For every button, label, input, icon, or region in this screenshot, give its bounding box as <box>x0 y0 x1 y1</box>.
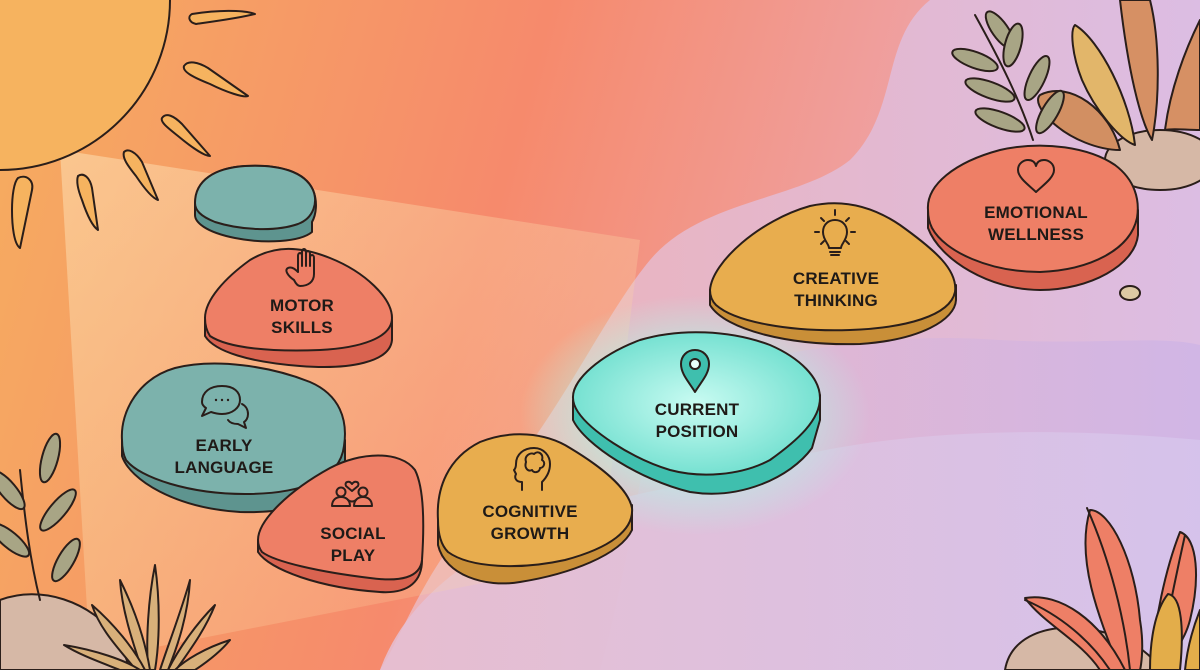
stone-label-line1: SOCIAL <box>320 524 385 543</box>
stone-label-line1: CREATIVE <box>793 269 879 288</box>
lightbulb-icon <box>814 209 856 256</box>
stone-motor-skills[interactable]: MOTOR SKILLS <box>204 247 393 368</box>
stone-label-line1: COGNITIVE <box>482 502 577 521</box>
stone-cognitive-growth[interactable]: COGNITIVE GROWTH <box>436 433 634 585</box>
heart-icon <box>1017 159 1055 193</box>
stone-label-line1: EARLY <box>195 436 253 455</box>
people-heart-icon <box>331 480 373 507</box>
location-pin-icon <box>680 349 710 393</box>
chat-bubbles-icon <box>201 385 249 429</box>
stone-creative-thinking[interactable]: CREATIVE THINKING <box>709 202 957 346</box>
head-brain-icon <box>513 447 551 491</box>
pebble <box>1119 285 1141 301</box>
stone-label-line2: THINKING <box>794 291 878 310</box>
background-lavender-wave-lower <box>380 432 1200 670</box>
stone-early-language[interactable]: EARLY LANGUAGE <box>120 362 346 514</box>
stone-blank[interactable] <box>194 164 317 243</box>
stone-label-line2: LANGUAGE <box>175 458 274 477</box>
stone-current-position[interactable]: CURRENT POSITION <box>571 331 821 495</box>
stone-label-line2: POSITION <box>656 422 739 441</box>
stone-label-line2: SKILLS <box>271 318 333 337</box>
sun-icon <box>0 0 256 249</box>
plant-bottom-right <box>1004 507 1200 670</box>
stone-label-line2: WELLNESS <box>988 225 1084 244</box>
stone-emotional-wellness[interactable]: EMOTIONAL WELLNESS <box>926 144 1139 291</box>
stone-label-line2: GROWTH <box>491 524 570 543</box>
plant-top-right <box>951 0 1200 191</box>
stone-label-line1: EMOTIONAL <box>984 203 1088 222</box>
stone-label-line1: MOTOR <box>270 296 334 315</box>
stone-label-line1: CURRENT <box>655 400 740 419</box>
hand-icon <box>285 248 315 287</box>
stone-label-line2: PLAY <box>331 546 376 565</box>
stone-social-play[interactable]: SOCIAL PLAY <box>257 454 425 594</box>
plant-bottom-left <box>0 432 231 670</box>
